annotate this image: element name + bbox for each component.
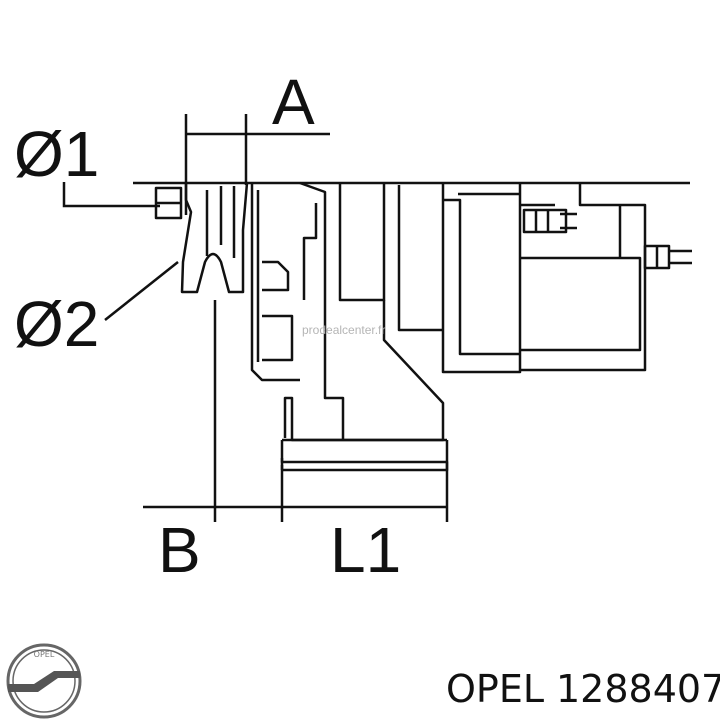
watermark: prodealcenter.fr: [302, 323, 385, 337]
svg-text:OPEL: OPEL: [34, 650, 55, 659]
part-number: 1288407: [556, 667, 720, 711]
opel-logo-icon: OPEL: [6, 643, 82, 719]
dim-label-d2: Ø2: [14, 288, 99, 360]
alternator-body: [133, 181, 692, 472]
dim-label-b: B: [158, 514, 201, 586]
dim-label-l1: L1: [330, 514, 401, 586]
dim-label-a: A: [272, 66, 315, 138]
dimension-lines: [62, 114, 449, 522]
brand-name: OPEL: [446, 667, 544, 711]
dim-label-d1: Ø1: [14, 118, 99, 190]
